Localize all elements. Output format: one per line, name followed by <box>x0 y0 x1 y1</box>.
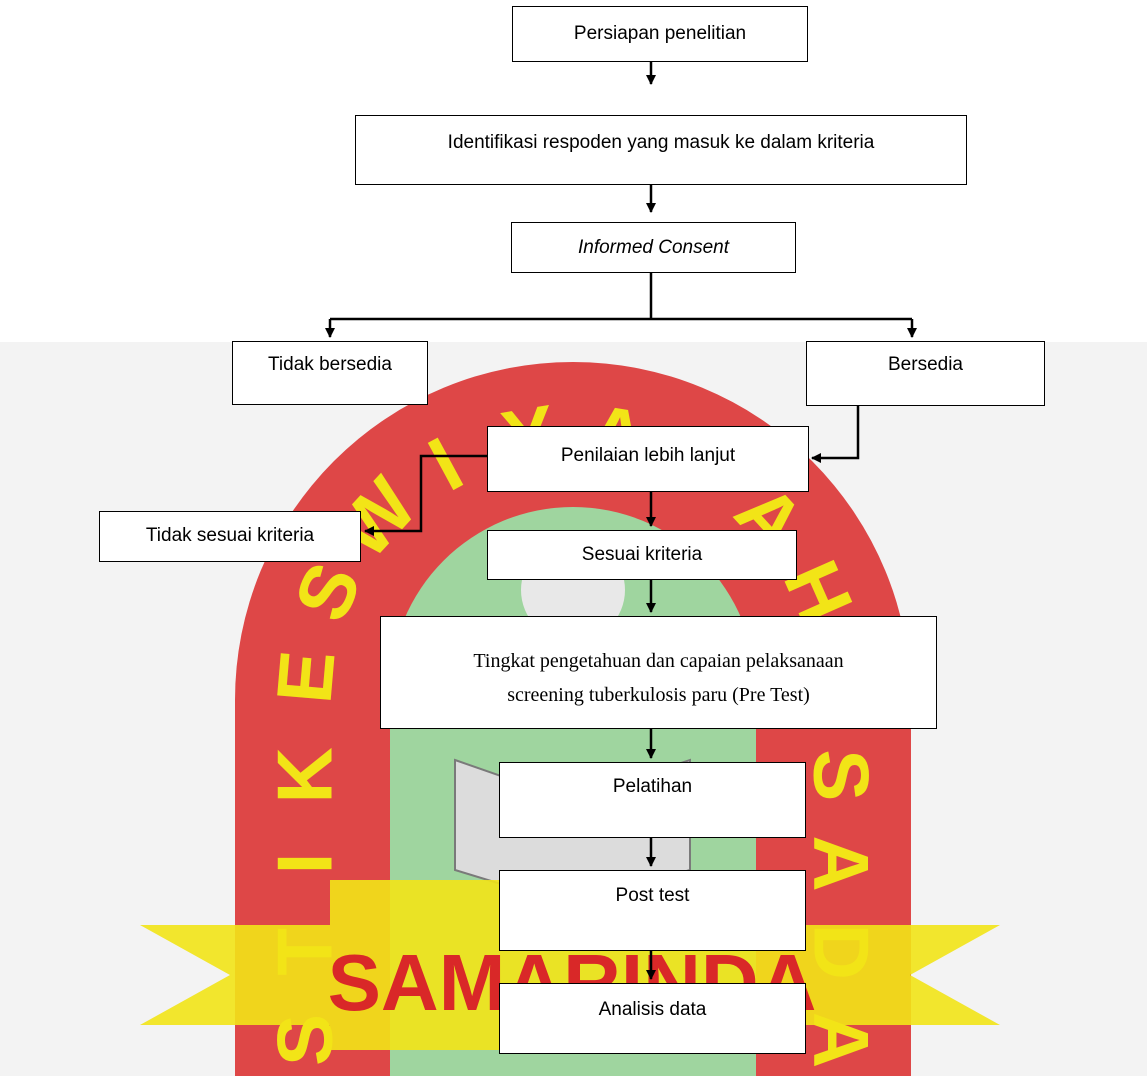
box-pelatihan: Pelatihan <box>499 762 806 838</box>
box-penilaian-lebih-lanjut: Penilaian lebih lanjut <box>487 426 809 492</box>
logo-ring-letter: I <box>261 853 349 875</box>
logo-ring-letter: E <box>260 647 352 706</box>
logo-ring-letter: D <box>797 924 885 980</box>
arrow-bersedia-penilaian <box>811 406 860 463</box>
box-persiapan-penelitian: Persiapan penelitian <box>512 6 808 62</box>
box-informed-consent: Informed Consent <box>511 222 796 273</box>
logo-ring-letter: S <box>797 749 885 801</box>
box-pre-test: Tingkat pengetahuan dan capaian pelaksan… <box>380 616 937 729</box>
logo-ring-letter: K <box>261 747 349 803</box>
box-bersedia: Bersedia <box>806 341 1045 406</box>
box-analisis-data: Analisis data <box>499 983 806 1054</box>
box-tidak-sesuai-kriteria: Tidak sesuai kriteria <box>99 511 361 562</box>
logo-ring-letter: S <box>261 1014 349 1066</box>
logo-ring-letter: T <box>261 928 349 976</box>
box-identifikasi-responden: Identifikasi respoden yang masuk ke dala… <box>355 115 967 185</box>
box-post-test: Post test <box>499 870 806 951</box>
logo-ring-letter: A <box>797 835 885 891</box>
box-sesuai-kriteria: Sesuai kriteria <box>487 530 797 580</box>
arrow-penilaian-tidak-sesuai <box>364 454 487 536</box>
logo-ring-letter: A <box>797 1012 885 1068</box>
box-tidak-bersedia: Tidak bersedia <box>232 341 428 405</box>
